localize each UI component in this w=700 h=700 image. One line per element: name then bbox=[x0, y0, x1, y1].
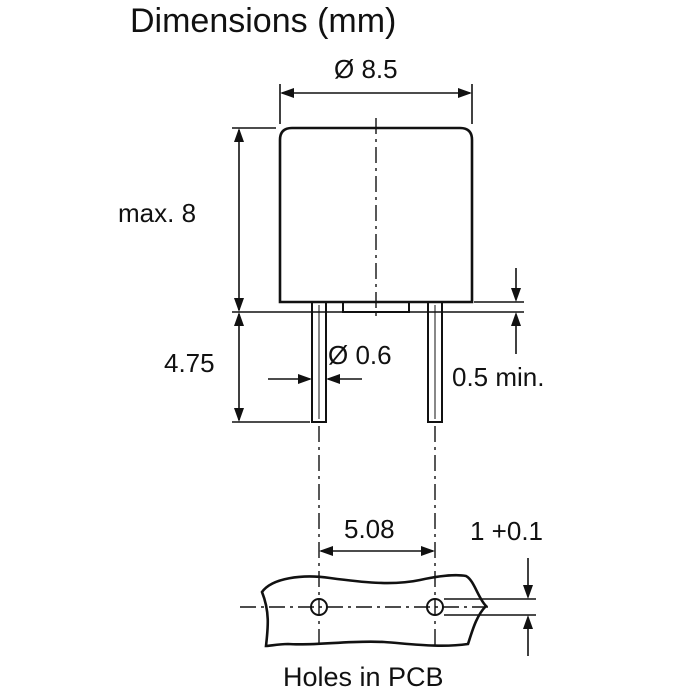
standoff-dimension bbox=[511, 268, 521, 354]
pcb-section bbox=[260, 573, 488, 648]
lead-length-dimension bbox=[232, 312, 310, 423]
standoff-label: 0.5 min. bbox=[452, 362, 545, 392]
hole-diameter-dimension bbox=[444, 558, 536, 656]
right-lead bbox=[427, 301, 443, 423]
body-height-label: max. 8 bbox=[118, 198, 196, 228]
left-lead bbox=[311, 301, 327, 423]
pcb-caption: Holes in PCB bbox=[283, 662, 444, 692]
diagram-title: Dimensions (mm) bbox=[130, 2, 396, 40]
lead-pitch-dimension bbox=[319, 546, 435, 556]
hole-diameter-label: 1 +0.1 bbox=[470, 516, 543, 546]
lead-diameter-label: Ø 0.6 bbox=[328, 340, 392, 370]
lead-pitch-label: 5.08 bbox=[344, 514, 395, 544]
lead-length-label: 4.75 bbox=[164, 348, 215, 378]
body-diameter-dimension bbox=[279, 84, 473, 124]
lead-diameter-dimension bbox=[268, 374, 362, 384]
body-diameter-label: Ø 8.5 bbox=[334, 54, 398, 84]
body-height-dimension bbox=[232, 127, 276, 312]
